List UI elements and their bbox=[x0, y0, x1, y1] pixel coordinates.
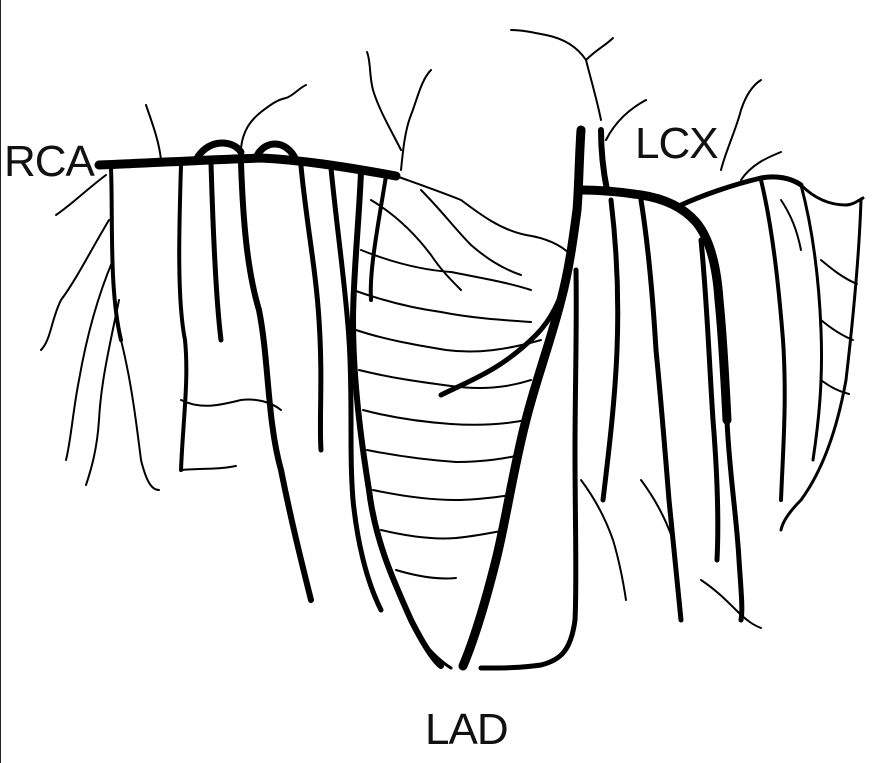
lcx-branch-2 bbox=[603, 200, 618, 500]
rca-main-vessel bbox=[99, 158, 396, 176]
lcx-branch-3 bbox=[641, 200, 681, 620]
lcx-twig-8 bbox=[821, 320, 853, 340]
rca-branch-3 bbox=[211, 163, 221, 340]
lcx-twig-6 bbox=[781, 200, 801, 250]
mesh-6 bbox=[363, 410, 526, 425]
lcx-top-right bbox=[801, 185, 863, 205]
rca-branch-4 bbox=[241, 163, 311, 600]
lad-main-vessel bbox=[463, 130, 581, 666]
mesh-11 bbox=[371, 200, 461, 290]
lcx-twig-4 bbox=[721, 80, 761, 170]
rca-branch-5 bbox=[301, 166, 321, 450]
rca-twig-4 bbox=[367, 52, 401, 150]
lcx-branch-5 bbox=[727, 420, 742, 620]
lcx-twig-1 bbox=[511, 30, 601, 120]
lcx-label: LCX bbox=[635, 122, 718, 166]
mesh-9 bbox=[381, 530, 506, 539]
rca-branch-7 bbox=[353, 172, 441, 666]
lcx-twig-2 bbox=[586, 38, 613, 60]
lad-label: LAD bbox=[425, 708, 508, 752]
lcx-branch-7 bbox=[801, 185, 822, 460]
rca-branch-8 bbox=[371, 176, 386, 300]
rca-label: RCA bbox=[4, 140, 94, 184]
lcx-branch-6 bbox=[761, 180, 785, 500]
mesh-10 bbox=[396, 570, 456, 579]
rca-left-twig-2 bbox=[41, 220, 109, 350]
mesh-7 bbox=[367, 450, 521, 462]
lcx-twig-7 bbox=[821, 260, 857, 284]
mesh-3 bbox=[353, 290, 531, 322]
lcx-branch-1 bbox=[681, 177, 801, 205]
mesh-5 bbox=[359, 370, 531, 388]
rca-twig-1 bbox=[241, 85, 306, 148]
rca-left-twig-7 bbox=[181, 466, 236, 470]
mesh-4 bbox=[356, 330, 541, 352]
lcx-twig-10 bbox=[701, 580, 761, 628]
rca-left-twig-6 bbox=[181, 399, 281, 410]
rca-branch-2 bbox=[179, 165, 186, 470]
rca-twig-2 bbox=[146, 105, 161, 160]
lad-right-descending bbox=[481, 270, 576, 668]
rca-twig-3 bbox=[401, 70, 431, 170]
mesh-2 bbox=[361, 250, 531, 290]
rca-left-twig-5 bbox=[121, 340, 159, 490]
mesh-8 bbox=[373, 490, 513, 500]
